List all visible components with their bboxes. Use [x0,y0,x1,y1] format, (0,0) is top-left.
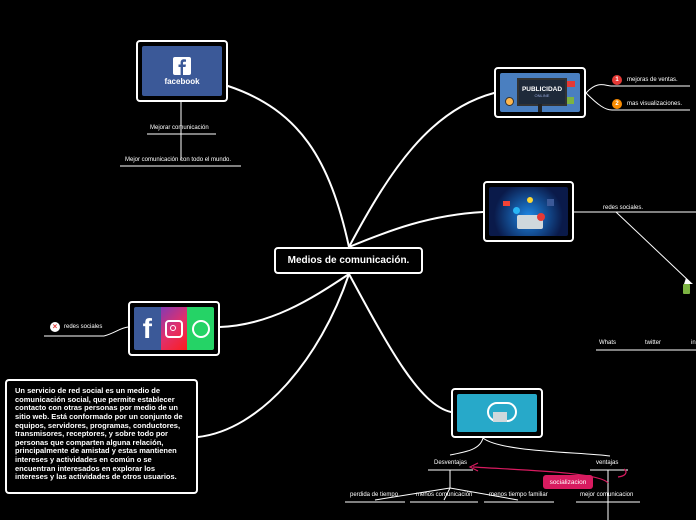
youtube-icon [503,201,510,206]
publicidad-node[interactable]: PUBLICIDAD ONLINE [494,67,586,118]
chart-icon [567,97,574,104]
social-network-node[interactable] [483,181,574,242]
laptop-icon [517,215,543,229]
pinterest-icon [537,213,545,221]
server-icon [493,412,507,422]
publicidad-item-2-badge: 2 [612,99,622,109]
facebook-node[interactable]: facebook [136,40,228,102]
phone-icon [683,284,690,294]
facebook-child-1[interactable]: Mejorar comunicación [150,125,209,131]
billboard-subtext: ONLINE [534,93,550,98]
facebook-app-icon: f [134,307,161,350]
cloud-image [457,394,537,432]
description-box[interactable]: Un servicio de red social es un medio de… [5,379,198,494]
social-network-child[interactable]: redes sociales. [603,205,644,211]
offscreen-label-whats[interactable]: Whats [599,340,617,346]
central-topic-title: Medios de comunicación. [287,255,410,266]
billboard-text: PUBLICIDAD [521,86,563,93]
whatsapp-icon [187,307,214,350]
facebook-wordmark: facebook [164,76,200,86]
desventaja-item-1[interactable]: perdida de tiempo [350,492,399,498]
billboard-icon: PUBLICIDAD ONLINE [517,78,567,106]
publicidad-item-1-badge: 1 [612,75,622,85]
offscreen-label-twitter[interactable]: twitter [645,340,662,346]
facebook-child-2[interactable]: Mejor comunicación con todo el mundo. [125,157,232,163]
facebook-f-icon [173,56,191,75]
apps-badge-label[interactable]: redes sociales [64,324,103,330]
description-text: Un servicio de red social es un medio de… [15,386,183,482]
publicidad-image: PUBLICIDAD ONLINE [500,73,580,112]
desventaja-item-2[interactable]: menos comunicación [416,492,473,498]
cross-icon: × [50,322,60,332]
facebook-logo: facebook [142,46,222,96]
billboard-stand [538,104,542,112]
offscreen-label-in[interactable]: in [691,340,696,346]
ventajas-label[interactable]: ventajas [596,460,619,466]
desventajas-label[interactable]: Desventajas [434,460,468,466]
publicidad-item-2[interactable]: mas visualizaciones. [627,101,683,107]
desventaja-item-3[interactable]: menos tiempo familiar [489,492,548,498]
twitter-icon [513,207,520,214]
central-topic[interactable]: Medios de comunicación. [274,247,423,274]
relation-label[interactable]: socializacion [543,475,593,489]
gear-icon [505,97,514,106]
publicidad-item-1[interactable]: mejoras de ventas. [627,77,678,83]
apps-image: f [134,307,214,350]
google-icon [527,197,533,203]
megaphone-icon [567,81,575,87]
apps-node[interactable]: f [128,301,220,356]
social-network-image [489,187,568,236]
instagram-icon [160,307,188,350]
cloud-node[interactable] [451,388,543,438]
ventaja-item-1[interactable]: mejor comunicacion [580,492,634,498]
facebook-small-icon [547,199,554,206]
